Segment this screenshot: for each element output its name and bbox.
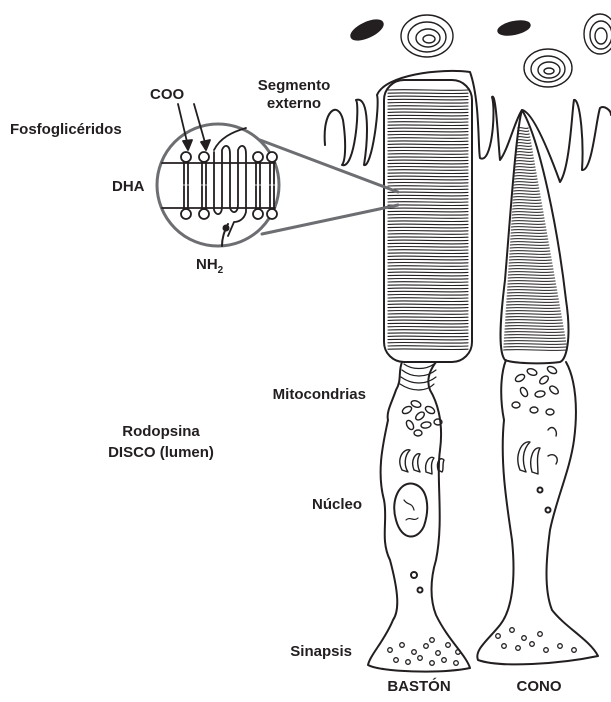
cone-mitochondria bbox=[512, 365, 560, 415]
label-fosfogliceridos: Fosfoglicéridos bbox=[10, 121, 122, 139]
membrane-whorl bbox=[524, 49, 572, 87]
rod-synaptic-vesicles bbox=[388, 638, 461, 666]
label-disco-lumen: DISCO (lumen) bbox=[86, 444, 236, 462]
cone-golgi bbox=[518, 428, 557, 474]
rod-inner-segment bbox=[368, 362, 470, 672]
cone-synaptic-vesicles bbox=[496, 628, 577, 653]
label-nh: NH bbox=[196, 256, 218, 273]
membrane-whorl bbox=[584, 14, 611, 54]
cone-cell bbox=[477, 110, 598, 664]
label-nh-subscript: 2 bbox=[218, 265, 224, 276]
cone-inner-segment bbox=[477, 360, 598, 664]
label-segmento-line1: Segmento bbox=[246, 77, 342, 95]
rod-connecting-cilium bbox=[400, 364, 436, 390]
label-mitocondrias: Mitocondrias bbox=[230, 386, 366, 404]
membrane-whorl bbox=[401, 15, 453, 57]
rod-cell bbox=[368, 80, 472, 672]
label-rodopsina: Rodopsina bbox=[96, 423, 226, 441]
pigment-epithelium bbox=[349, 14, 611, 87]
label-dha: DHA bbox=[112, 178, 145, 196]
rod-discs bbox=[388, 90, 468, 350]
label-nucleo: Núcleo bbox=[270, 496, 362, 514]
membrane-magnifier bbox=[157, 104, 279, 246]
rod-golgi bbox=[400, 450, 444, 474]
label-segmento-externo: Segmento externo bbox=[246, 77, 342, 113]
label-nh2: NH2 bbox=[196, 256, 223, 274]
rod-nucleus bbox=[394, 483, 427, 536]
label-coo: COO bbox=[150, 86, 184, 104]
label-cono: CONO bbox=[494, 678, 584, 696]
label-baston: BASTÓN bbox=[364, 678, 474, 696]
label-sinapsis: Sinapsis bbox=[260, 643, 352, 661]
magnifier-connector bbox=[260, 140, 398, 234]
label-segmento-line2: externo bbox=[246, 95, 342, 113]
